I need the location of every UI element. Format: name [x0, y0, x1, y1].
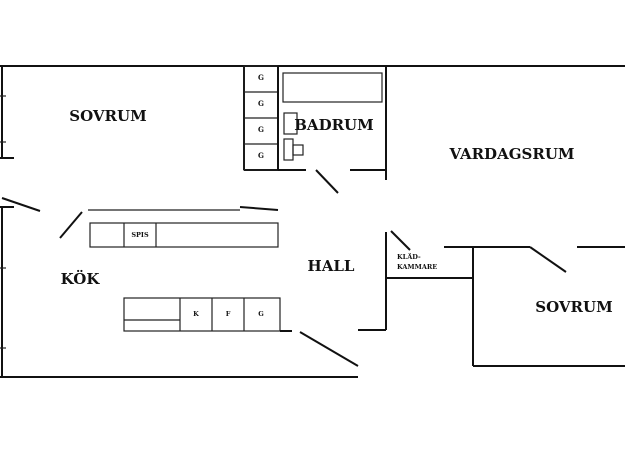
- cabinet-label-4: G: [258, 151, 264, 160]
- cabinet-label-2: G: [258, 99, 264, 108]
- room-label-bathroom: BADRUM: [294, 116, 373, 134]
- room-label-bedroom-2: SOVRUM: [535, 298, 612, 316]
- room-label-living-room: VARDAGSRUM: [448, 145, 574, 163]
- sink: [283, 112, 298, 135]
- stove-label: SPIS: [131, 231, 149, 239]
- door-swing-closet: [390, 230, 411, 251]
- room-label-kitchen: KÖK: [61, 269, 101, 288]
- room-label-closet-line2: KAMMARE: [397, 263, 437, 271]
- room-label-hall: HALL: [308, 257, 355, 275]
- door-swing-bedroom-2: [529, 246, 567, 273]
- bathroom-walls: [277, 66, 387, 194]
- bathtub: [282, 72, 383, 103]
- bedroom-kitchen-wall: [0, 66, 280, 212]
- toilet-tank: [283, 138, 294, 161]
- outer-walls: [0, 65, 625, 378]
- unit-label-f: F: [226, 310, 231, 318]
- unit-label-k: K: [193, 310, 199, 318]
- kitchen-counter-top: SPIS: [59, 206, 279, 248]
- door-swing-entrance: [299, 331, 359, 367]
- storage-cabinets: G G G G: [243, 65, 279, 171]
- room-label-closet-line1: KLÄD-: [397, 252, 421, 261]
- toilet-bowl: [292, 144, 304, 156]
- door-swing-bedroom: [1, 197, 41, 212]
- cabinet-label-1: G: [258, 73, 264, 82]
- unit-label-g: G: [258, 310, 264, 318]
- door-swing-bathroom: [315, 169, 339, 194]
- kitchen-counter-bottom: K F G: [123, 297, 359, 367]
- room-label-bedroom-1: SOVRUM: [69, 107, 146, 125]
- cabinet-label-3: G: [258, 125, 264, 134]
- hall-closet: [358, 230, 625, 367]
